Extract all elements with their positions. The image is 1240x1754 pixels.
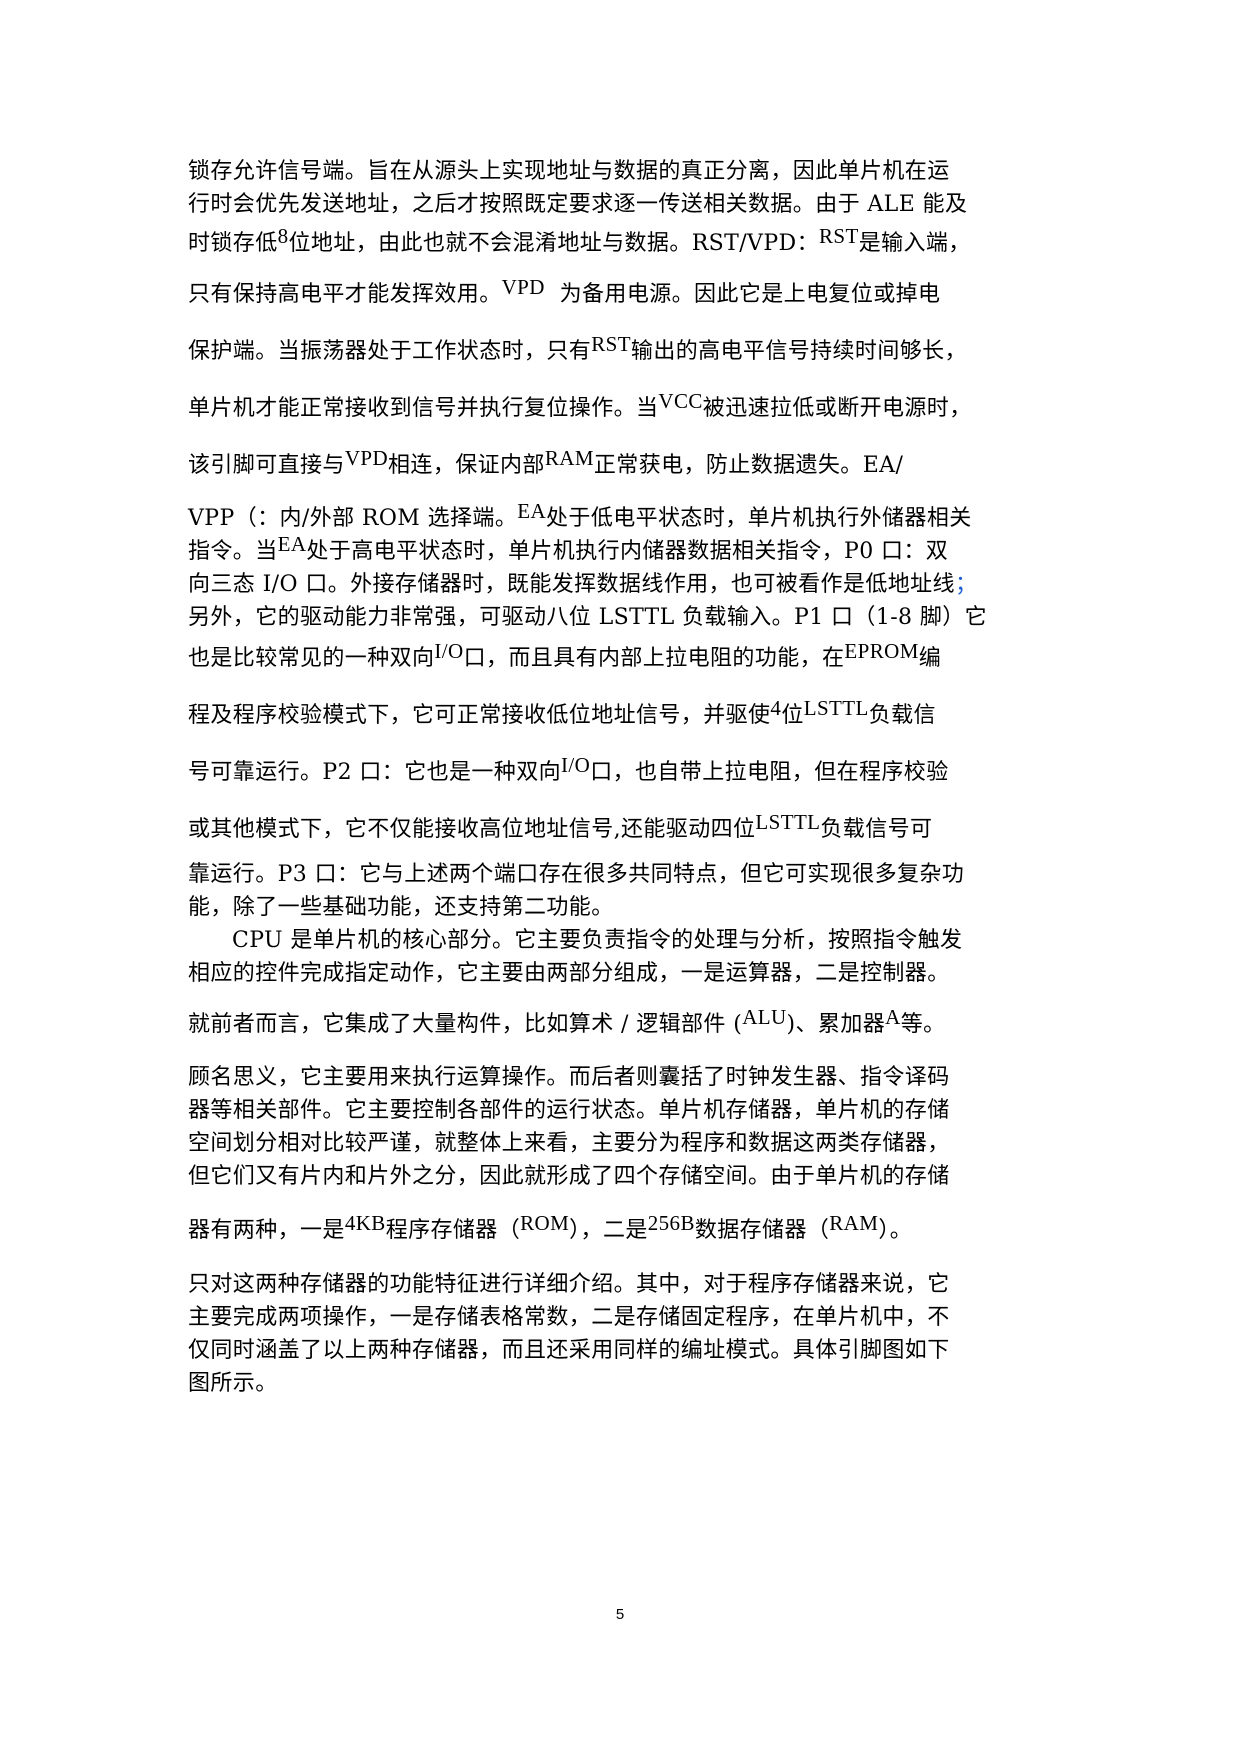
inline-symbol: 4KB bbox=[344, 1211, 386, 1235]
inline-symbol: ROM bbox=[520, 1211, 570, 1235]
text-line: 靠运行。P3 口：它与上述两个端口存在很多共同特点，但它可实现很多复杂功 bbox=[188, 862, 965, 887]
text-line: 单片机才能正常接收到信号并执行复位操作。当VCC被迅速拉低或断开电源时， bbox=[188, 391, 1058, 424]
text-run: 就前者而言，它集成了大量构件，比如算术 / 逻辑部件 ( bbox=[188, 1012, 743, 1037]
inline-symbol: I/O bbox=[561, 753, 591, 777]
text-run: 正常获电，防止数据遗失。EA/ bbox=[593, 453, 904, 478]
inline-symbol: A bbox=[885, 1005, 901, 1029]
text-line: 程及程序校验模式下，它可正常接收低位地址信号，并驱使4位LSTTL负载信 bbox=[188, 698, 1058, 731]
text-run: 口，也自带上拉电阻，但在程序校验 bbox=[590, 760, 949, 785]
text-run: 负载信 bbox=[868, 703, 936, 728]
text-run: VPP（：内/外部 ROM 选择端。 bbox=[188, 506, 518, 531]
text-run: 号可靠运行。P2 口：它也是一种双向 bbox=[188, 760, 561, 785]
text-line: 器有两种，一是4KB程序存储器（ROM），二是256B数据存储器（RAM）。 bbox=[188, 1213, 1058, 1246]
text-run: ）。 bbox=[878, 1218, 913, 1243]
text-run: 只有保持高电平才能发挥效用。 bbox=[188, 282, 502, 307]
inline-symbol: 4 bbox=[770, 696, 782, 720]
text-line: 保护端。当振荡器处于工作状态时，只有RST输出的高电平信号持续时间够长， bbox=[188, 334, 1058, 367]
inline-symbol: EPROM bbox=[844, 639, 919, 663]
text-run: 是输入端， bbox=[858, 231, 971, 256]
text-line: VPP（：内/外部 ROM 选择端。EA处于低电平状态时，单片机执行外储器相关 bbox=[188, 501, 1058, 534]
text-run: 位地址，由此也就不会混淆地址与数据。RST/VPD： bbox=[288, 231, 819, 256]
inline-symbol: RAM bbox=[544, 446, 594, 470]
text-line: 号可靠运行。P2 口：它也是一种双向I/O口，也自带上拉电阻，但在程序校验 bbox=[188, 755, 1058, 788]
inline-symbol: 256B bbox=[647, 1211, 695, 1235]
text-line: 行时会优先发送地址，之后才按照既定要求逐一传送相关数据。由于 ALE 能及 bbox=[188, 192, 968, 217]
text-run: 口，而且具有内部上拉电阻的功能，在 bbox=[463, 646, 845, 671]
text-run: )、累加器 bbox=[786, 1012, 886, 1037]
text-run: 为备用电源。因此它是上电复位或掉电 bbox=[544, 282, 941, 307]
inline-symbol: I/O bbox=[434, 639, 464, 663]
inline-symbol: VPD bbox=[344, 446, 389, 470]
inline-symbol: EA bbox=[517, 499, 547, 523]
text-run-blue: ； bbox=[954, 572, 978, 597]
inline-symbol: RST bbox=[818, 224, 859, 248]
text-line: 能，除了一些基础功能，还支持第二功能。 bbox=[188, 895, 614, 920]
text-run: 被迅速拉低或断开电源时， bbox=[702, 396, 972, 421]
text-line: 图所示。 bbox=[188, 1371, 278, 1396]
text-run: 时锁存低 bbox=[188, 231, 278, 256]
text-run: 保护端。当振荡器处于工作状态时，只有 bbox=[188, 339, 592, 364]
page-number: 5 bbox=[615, 1606, 625, 1623]
text-line: 只有保持高电平才能发挥效用。VPD 为备用电源。因此它是上电复位或掉电 bbox=[188, 277, 1058, 310]
text-line: 空间划分相对比较严谨，就整体上来看，主要分为程序和数据这两类存储器， bbox=[188, 1131, 950, 1156]
inline-symbol: ALU bbox=[742, 1005, 787, 1029]
text-run: 该引脚可直接与 bbox=[188, 453, 345, 478]
text-run: 输出的高电平信号持续时间够长， bbox=[630, 339, 967, 364]
text-line: 主要完成两项操作，一是存储表格常数，二是存储固定程序，在单片机中，不 bbox=[188, 1305, 950, 1330]
text-line: 锁存允许信号端。旨在从源头上实现地址与数据的真正分离，因此单片机在运 bbox=[188, 159, 950, 184]
text-run: 指令。当 bbox=[188, 539, 278, 564]
text-line: 时锁存低8位地址，由此也就不会混淆地址与数据。RST/VPD：RST是输入端， bbox=[188, 226, 1058, 259]
text-line: 也是比较常见的一种双向I/O口，而且具有内部上拉电阻的功能，在EPROM编 bbox=[188, 641, 1058, 674]
paragraph-start-line: CPU 是单片机的核心部分。它主要负责指令的处理与分析，按照指令触发 bbox=[232, 928, 963, 953]
text-run: 等。 bbox=[900, 1012, 946, 1037]
text-run: 相连，保证内部 bbox=[388, 453, 545, 478]
inline-symbol: 8 bbox=[277, 224, 289, 248]
inline-symbol: RST bbox=[591, 332, 631, 356]
text-run: 也是比较常见的一种双向 bbox=[188, 646, 435, 671]
text-line: 器等相关部件。它主要控制各部件的运行状态。单片机存储器，单片机的存储 bbox=[188, 1098, 950, 1123]
inline-symbol: EA bbox=[277, 532, 307, 556]
text-line: 顾名思义，它主要用来执行运算操作。而后者则囊括了时钟发生器、指令译码 bbox=[188, 1065, 950, 1090]
text-run: 编 bbox=[918, 646, 942, 671]
text-run: 程序存储器（ bbox=[385, 1218, 521, 1243]
inline-symbol: LSTTL bbox=[803, 696, 869, 720]
text-line: 向三态 I/O 口。外接存储器时，既能发挥数据线作用，也可被看作是低地址线； bbox=[188, 570, 1058, 600]
text-line: 只对这两种存储器的功能特征进行详细介绍。其中，对于程序存储器来说，它 bbox=[188, 1272, 950, 1297]
text-line: 该引脚可直接与VPD相连，保证内部RAM正常获电，防止数据遗失。EA/ bbox=[188, 448, 1058, 481]
text-line: 就前者而言，它集成了大量构件，比如算术 / 逻辑部件 (ALU)、累加器A等。 bbox=[188, 1007, 1058, 1040]
text-line: 指令。当EA处于高电平状态时，单片机执行内储器数据相关指令，P0 口：双 bbox=[188, 534, 1058, 567]
text-run: 处于低电平状态时，单片机执行外储器相关 bbox=[546, 506, 972, 531]
inline-symbol: LSTTL bbox=[755, 810, 821, 834]
inline-symbol: VPD bbox=[501, 275, 545, 299]
text-run: 负载信号可 bbox=[820, 817, 933, 842]
text-run: 或其他模式下，它不仅能接收高位地址信号,还能驱动四位 bbox=[188, 817, 756, 842]
text-line: 但它们又有片内和片外之分，因此就形成了四个存储空间。由于单片机的存储 bbox=[188, 1164, 950, 1189]
text-run: 数据存储器（ bbox=[694, 1218, 830, 1243]
text-run: ），二是 bbox=[569, 1218, 648, 1243]
text-run: 处于高电平状态时，单片机执行内储器数据相关指令，P0 口：双 bbox=[306, 539, 949, 564]
text-run: 位 bbox=[781, 703, 804, 728]
inline-symbol: VCC bbox=[658, 389, 703, 413]
text-line: 相应的控件完成指定动作，它主要由两部分组成，一是运算器，二是控制器。 bbox=[188, 961, 950, 986]
text-line: 或其他模式下，它不仅能接收高位地址信号,还能驱动四位LSTTL负载信号可 bbox=[188, 812, 1058, 845]
text-run: 向三态 I/O 口。外接存储器时，既能发挥数据线作用，也可被看作是低地址线 bbox=[188, 572, 955, 597]
text-line: 另外，它的驱动能力非常强，可驱动八位 LSTTL 负载输入。P1 口（1-8 脚… bbox=[188, 605, 988, 630]
text-line: 仅同时涵盖了以上两种存储器，而且还采用同样的编址模式。具体引脚图如下 bbox=[188, 1338, 950, 1363]
text-run: 单片机才能正常接收到信号并执行复位操作。当 bbox=[188, 396, 659, 421]
inline-symbol: RAM bbox=[829, 1211, 879, 1235]
text-run: 器有两种，一是 bbox=[188, 1218, 345, 1243]
text-run: 程及程序校验模式下，它可正常接收低位地址信号，并驱使 bbox=[188, 703, 771, 728]
